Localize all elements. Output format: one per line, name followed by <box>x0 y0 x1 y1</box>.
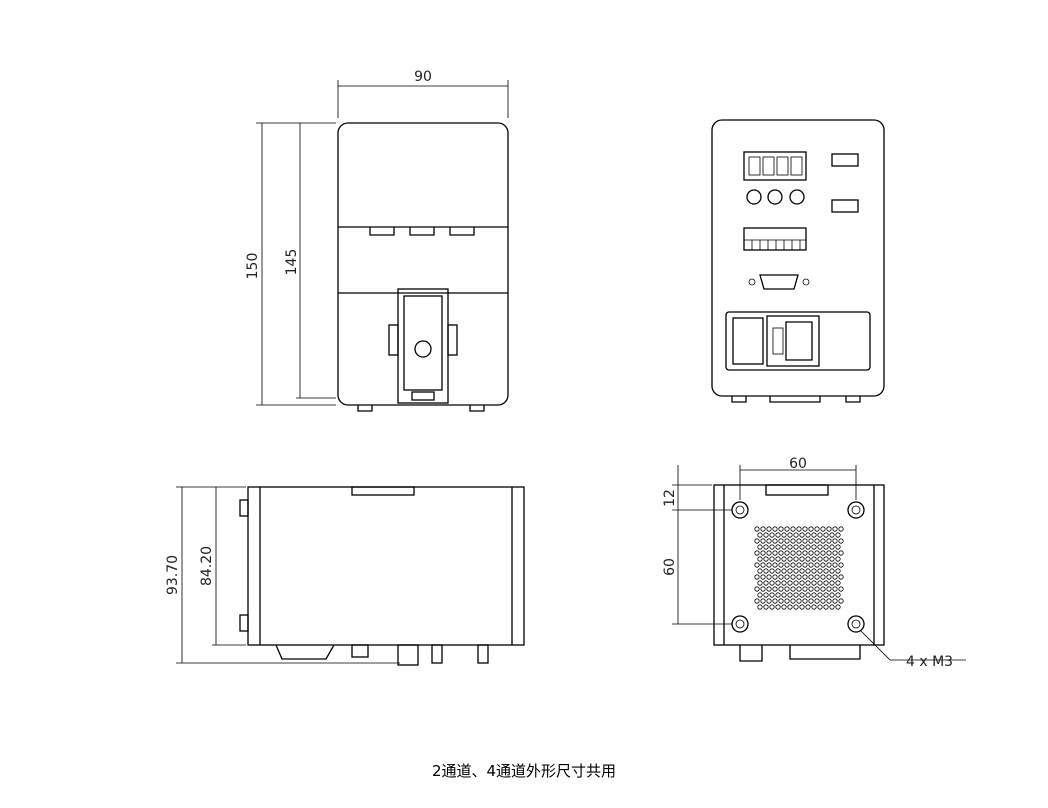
dim-front-width: 90 <box>414 69 432 85</box>
bottom-view <box>672 465 966 662</box>
front-view <box>256 80 509 412</box>
rear-panel-view <box>711 119 885 403</box>
dim-bottom-hole-spacing-y: 60 <box>662 558 678 576</box>
dim-front-height-total: 150 <box>245 253 261 280</box>
dim-side-height-total: 93.70 <box>165 555 181 595</box>
hole-callout: 4 x M3 <box>906 654 953 670</box>
dim-front-height-body: 145 <box>284 249 300 276</box>
dim-side-height-body: 84.20 <box>199 546 215 586</box>
dim-bottom-hole-spacing-x: 60 <box>789 456 807 472</box>
caption: 2通道、4通道外形尺寸共用 <box>431 762 617 780</box>
side-view <box>176 486 525 666</box>
dim-bottom-edge-offset: 12 <box>662 489 678 507</box>
